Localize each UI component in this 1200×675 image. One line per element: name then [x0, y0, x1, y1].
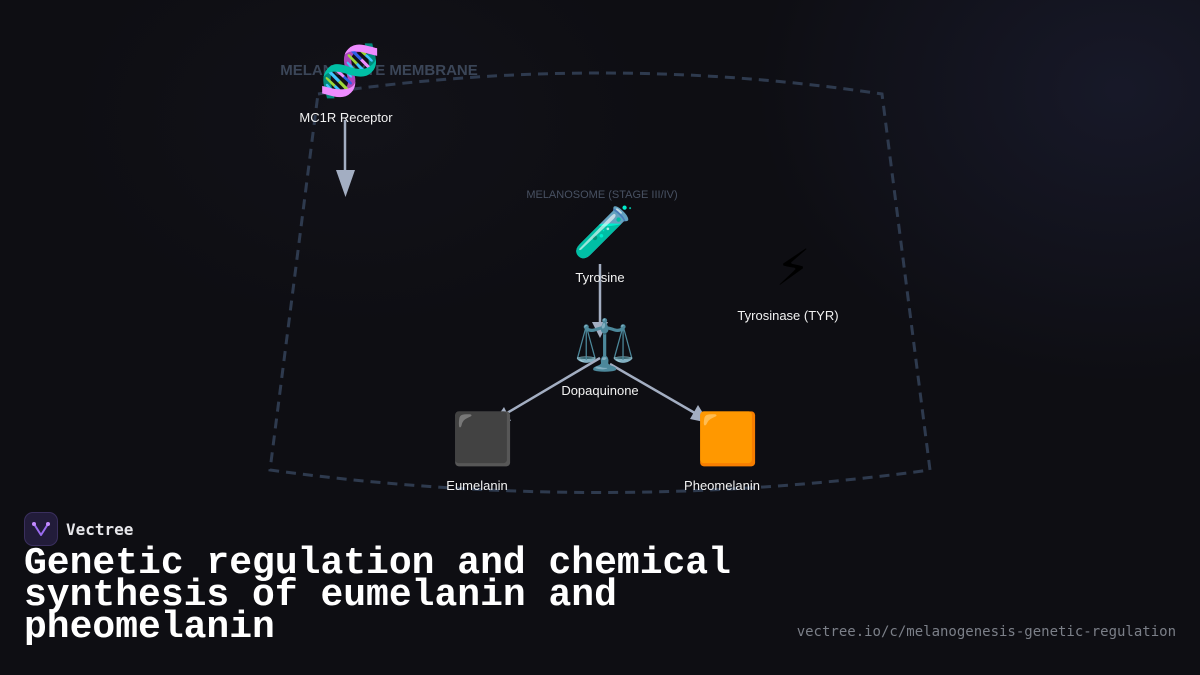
membrane-label: MELANOCYTE MEMBRANE [280, 62, 478, 79]
edge-dopaquinone-pheomelanin-arrowhead [690, 405, 709, 423]
edge-mc1r-arrowhead [336, 170, 355, 197]
node-label-mc1r: MC1R Receptor [299, 110, 393, 125]
node-tyrosine[interactable]: 🧪 Tyrosine [573, 203, 635, 285]
edge-dopaquinone-eumelanin-arrowhead [495, 407, 511, 421]
balance-scale-icon: ⚖️ [574, 316, 636, 374]
node-pheomelanin[interactable]: 🟧 Pheomelanin [684, 410, 760, 493]
melanosome-label: MELANOSOME (STAGE III/IV) [526, 189, 677, 201]
edge-dopaquinone-eumelanin [501, 356, 601, 418]
orange-square-icon: 🟧 [697, 410, 759, 468]
black-square-icon: ⬛ [452, 410, 514, 468]
source-url[interactable]: vectree.io/c/melanogenesis-genetic-regul… [796, 624, 1176, 640]
node-tyrosinase[interactable]: ⚡ Tyrosinase (TYR) [737, 239, 838, 323]
vectree-logo-icon [24, 512, 58, 546]
node-mc1r-receptor[interactable]: 🧬 MC1R Receptor [299, 41, 393, 125]
node-label-pheomelanin: Pheomelanin [684, 478, 760, 493]
node-eumelanin[interactable]: ⬛ Eumelanin [446, 410, 514, 493]
melanocyte-membrane [268, 71, 932, 494]
page-title: Genetic regulation and chemical synthesi… [24, 542, 731, 649]
dna-icon: 🧬 [319, 41, 381, 101]
node-label-eumelanin: Eumelanin [446, 478, 507, 493]
test-tube-icon: 🧪 [573, 203, 635, 261]
edge-tyrosine-dopaquinone-arrowhead [592, 322, 608, 338]
node-dopaquinone[interactable]: ⚖️ Dopaquinone [561, 316, 638, 398]
brand[interactable]: Vectree [24, 512, 133, 546]
edge-dopaquinone-pheomelanin [609, 362, 701, 418]
node-label-tyrosine: Tyrosine [575, 270, 624, 285]
node-label-tyrosinase: Tyrosinase (TYR) [737, 308, 838, 323]
brand-name: Vectree [66, 519, 134, 539]
lightning-icon: ⚡ [775, 239, 810, 297]
node-label-dopaquinone: Dopaquinone [561, 383, 638, 398]
